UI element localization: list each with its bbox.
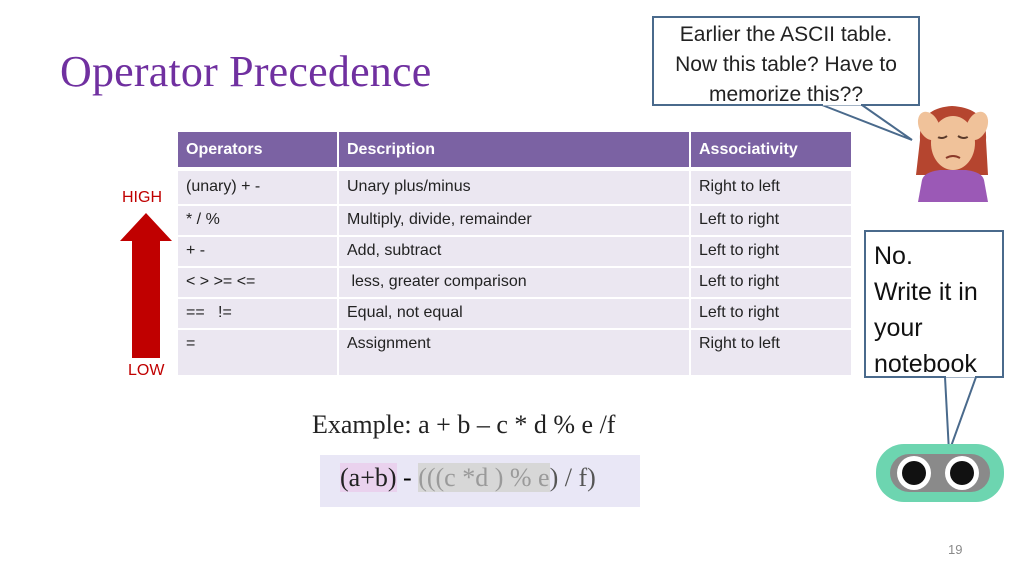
callout-line: memorize this?? — [708, 83, 864, 106]
precedence-arrow-icon — [120, 213, 172, 358]
table-row: * / % Multiply, divide, remainder Left t… — [178, 204, 851, 236]
operator-cell: (unary) + - — [178, 167, 339, 205]
callout-line: notebook — [874, 350, 977, 378]
column-header: Operators — [178, 132, 339, 169]
callout-line: Write it in — [874, 278, 978, 306]
slide-title: Operator Precedence — [60, 47, 432, 96]
page-number: 19 — [948, 542, 963, 557]
example-expression: Example: a + b – c * d % e /f — [312, 410, 616, 439]
associativity-cell: Right to left — [690, 167, 851, 205]
associativity-cell: Left to right — [690, 204, 851, 236]
associativity-cell: Left to right — [690, 266, 851, 298]
operator-cell: = — [178, 328, 339, 375]
callout-line: Earlier the ASCII table. — [679, 23, 893, 46]
callout-line: Now this table? Have to — [675, 53, 897, 76]
expression-part: (a+b) — [340, 463, 397, 492]
description-cell: Assignment — [338, 328, 691, 375]
parenthesized-expression: (a+b) - (((c *d ) % e) / f) — [340, 463, 596, 493]
callout-line: No. — [874, 242, 913, 270]
precedence-table: Operators Description Associativity (una… — [178, 132, 851, 375]
table-row: = Assignment Right to left — [178, 328, 851, 375]
top-speech-callout: Earlier the ASCII table. Now this table?… — [652, 16, 920, 106]
table-row: == != Equal, not equal Left to right — [178, 297, 851, 329]
operator-cell: * / % — [178, 204, 339, 236]
description-cell: Add, subtract — [338, 235, 691, 267]
person-with-headache-icon — [916, 106, 989, 202]
column-header: Description — [338, 132, 691, 169]
eyes-robot-icon — [876, 444, 1004, 502]
table-row: < > >= <= less, greater comparison Left … — [178, 266, 851, 298]
callout-line: your — [874, 314, 923, 342]
column-header: Associativity — [690, 132, 851, 169]
table-row: (unary) + - Unary plus/minus Right to le… — [178, 167, 851, 205]
expression-part: (((c *d ) % e — [418, 463, 550, 492]
expression-part: ) / f) — [549, 463, 596, 492]
associativity-cell: Left to right — [690, 297, 851, 329]
right-callout-pointer — [943, 374, 978, 453]
description-cell: Multiply, divide, remainder — [338, 204, 691, 236]
high-precedence-label: HIGH — [122, 189, 162, 206]
description-cell: less, greater comparison — [338, 266, 691, 298]
associativity-cell: Right to left — [690, 328, 851, 375]
associativity-cell: Left to right — [690, 235, 851, 267]
table-header-row: Operators Description Associativity — [178, 132, 851, 169]
operator-cell: < > >= <= — [178, 266, 339, 298]
table-row: + - Add, subtract Left to right — [178, 235, 851, 267]
description-cell: Equal, not equal — [338, 297, 691, 329]
operator-cell: + - — [178, 235, 339, 267]
description-cell: Unary plus/minus — [338, 167, 691, 205]
operator-cell: == != — [178, 297, 339, 329]
right-speech-callout: No. Write it in your notebook — [864, 230, 1004, 378]
expression-separator: - — [396, 463, 419, 492]
low-precedence-label: LOW — [128, 362, 165, 379]
